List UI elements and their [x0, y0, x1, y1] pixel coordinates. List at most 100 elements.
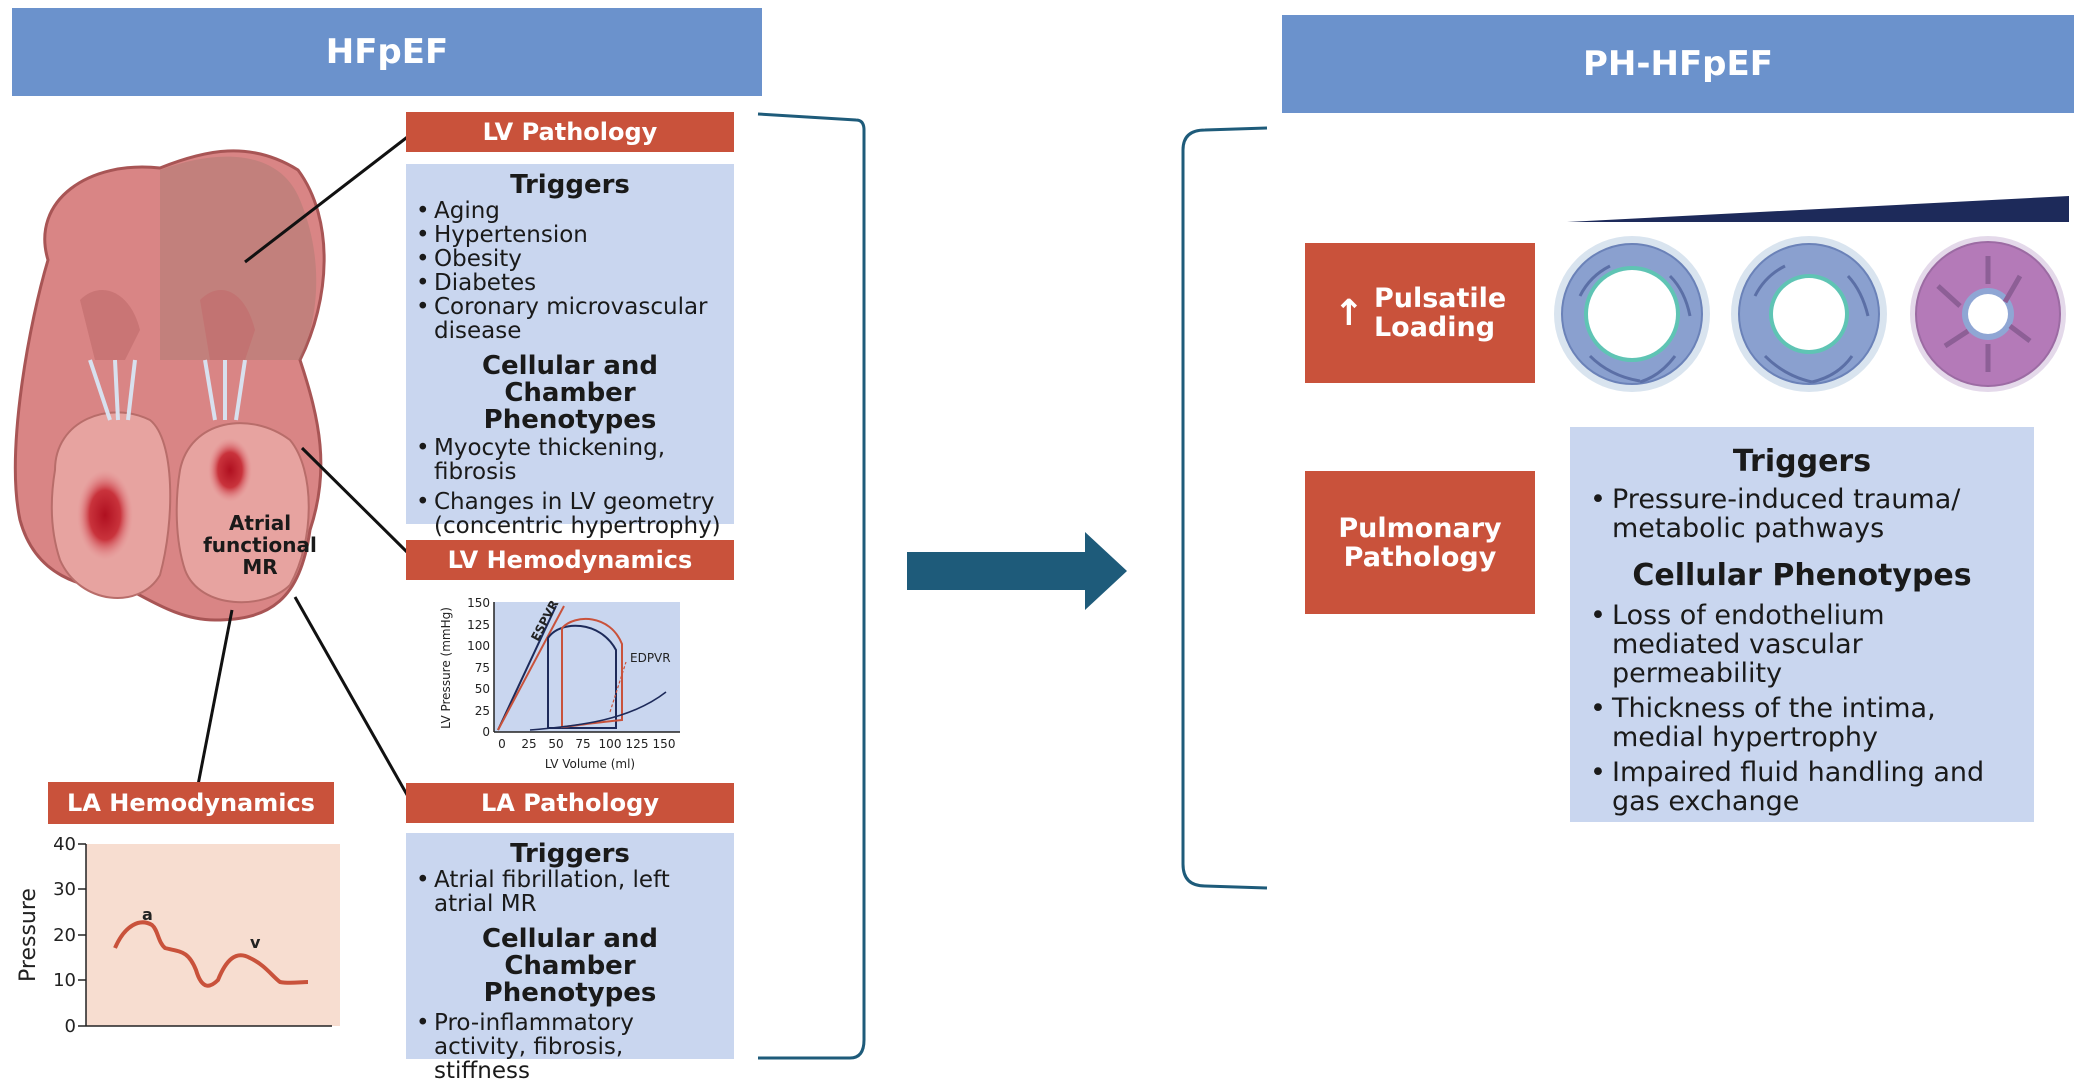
- pulmonary-pathology-box: Pulmonary Pathology: [1305, 471, 1535, 614]
- espvr-line-dark: [497, 605, 557, 731]
- lv-x-tick: 50: [548, 737, 563, 751]
- la-phenotypes-list: Pro-inflammatory activity, fibrosis, sti…: [416, 1011, 724, 1083]
- list-item: Atrial fibrillation, left atrial MR: [416, 868, 724, 916]
- lv-y-ticks: 0 25 50 75 100 125 150: [467, 596, 490, 739]
- pulmonary-panel: Triggers Pressure-induced trauma/ metabo…: [1570, 427, 2034, 822]
- pulsatile-loading-box: ↑ Pulsatile Loading: [1305, 243, 1535, 383]
- list-item: Impaired fluid handling and gas exchange: [1590, 758, 2014, 816]
- la-pressure-trace: [113, 920, 309, 988]
- lv-y-tick: 125: [467, 618, 490, 632]
- edpvr-curve: [529, 691, 667, 731]
- la-pathology-header-label: LA Pathology: [481, 789, 659, 817]
- la-pathology-header: LA Pathology: [406, 783, 734, 823]
- list-item: Obesity: [416, 247, 724, 271]
- pulmonary-line-1: Pulmonary: [1338, 512, 1502, 544]
- right-bracket: [1181, 126, 1268, 890]
- la-y-tick: 30: [53, 879, 76, 900]
- la-wave-a-label: a: [142, 905, 153, 924]
- pv-loop-dark: [547, 624, 617, 729]
- espvr-line-red: [497, 605, 565, 731]
- ph-hfpef-banner: PH-HFpEF: [1282, 15, 2074, 113]
- vessel-intermediate: [1731, 236, 1887, 392]
- vessel-remodeled: [1910, 236, 2066, 392]
- lv-y-tick: 0: [482, 725, 490, 739]
- list-item: Loss of endothelium mediated vascular pe…: [1590, 601, 2014, 688]
- list-item: Aging: [416, 199, 724, 223]
- lv-hemodynamics-header: LV Hemodynamics: [406, 540, 734, 580]
- right-triggers-list: Pressure-induced trauma/ metabolic pathw…: [1590, 485, 2014, 543]
- lv-phenotypes-title: Cellular and Chamber Phenotypes: [481, 351, 659, 435]
- hfpef-banner: HFpEF: [12, 8, 762, 96]
- transition-arrow-icon: [907, 532, 1127, 610]
- lv-y-axis-label: LV Pressure (mmHg): [439, 607, 453, 729]
- pericardium-shade: [160, 156, 317, 360]
- hfpef-title: HFpEF: [325, 32, 449, 72]
- lv-pathology-header: LV Pathology: [406, 112, 734, 152]
- connector-la-hemodynamics: [196, 609, 234, 786]
- la-y-tick: 20: [53, 925, 76, 946]
- right-phenotypes-list: Loss of endothelium mediated vascular pe…: [1590, 601, 2014, 816]
- progression-wedge: [1567, 196, 2069, 222]
- up-arrow-icon: ↑: [1333, 292, 1364, 334]
- list-item: Pro-inflammatory activity, fibrosis, sti…: [416, 1011, 724, 1083]
- la-triggers-title: Triggers: [510, 839, 630, 869]
- la-triggers-list: Atrial fibrillation, left atrial MR: [416, 868, 724, 916]
- la-phenotypes-title: Cellular and Chamber Phenotypes: [481, 924, 659, 1008]
- chordae-left: [88, 359, 137, 421]
- connector-la-pathology: [293, 596, 412, 800]
- la-pressure-chart: 0 10 20 30 40 Pressure a v: [16, 834, 340, 1037]
- lv-x-tick: 25: [521, 737, 536, 751]
- la-y-tick: 10: [53, 970, 76, 991]
- lv-y-tick: 150: [467, 596, 490, 610]
- pulsatile-line-1: Pulsatile: [1373, 283, 1507, 314]
- lv-x-tick: 100: [599, 737, 622, 751]
- list-item: Pressure-induced trauma/ metabolic pathw…: [1590, 485, 2014, 543]
- lv-pathology-header-label: LV Pathology: [482, 118, 658, 146]
- right-phenotypes-title: Cellular Phenotypes: [1632, 558, 1972, 593]
- left-bracket: [757, 112, 866, 1060]
- lv-y-tick: 50: [475, 682, 490, 696]
- vessel-normal: [1554, 236, 1710, 392]
- lv-y-tick: 100: [467, 639, 490, 653]
- lv-triggers-list: Aging Hypertension Obesity Diabetes Coro…: [416, 199, 724, 343]
- la-y-axis-label: Pressure: [16, 888, 41, 982]
- list-item: Changes in LV geometry (concentric hyper…: [416, 490, 724, 538]
- la-y-tick: 40: [53, 834, 76, 855]
- right-triggers-title: Triggers: [1732, 444, 1872, 479]
- lv-x-tick: 150: [653, 737, 676, 751]
- edpvr-label: EDPVR: [630, 651, 671, 665]
- list-item: Thickness of the intima, medial hypertro…: [1590, 694, 2014, 752]
- heart-label: Atrial functional MR: [200, 512, 320, 578]
- lv-x-ticks: 0 25 50 75 100 125 150: [498, 737, 675, 751]
- lv-hemodynamics-header-label: LV Hemodynamics: [447, 546, 693, 574]
- heart-illustration: [13, 133, 412, 800]
- lv-pv-loop-chart: 0 25 50 75 100 125 150 0 25 50 75 100 12…: [439, 596, 680, 771]
- chordae-right: [203, 359, 247, 421]
- ph-hfpef-title: PH-HFpEF: [1583, 44, 1773, 84]
- vessel-cross-sections: [1554, 236, 2066, 392]
- la-wave-v-label: v: [250, 933, 261, 952]
- heart-label-line-1: Atrial: [228, 511, 292, 535]
- pulmonary-line-2: Pathology: [1343, 541, 1497, 573]
- list-item: Diabetes: [416, 271, 724, 295]
- list-item: Hypertension: [416, 223, 724, 247]
- la-hemodynamics-header-label: LA Hemodynamics: [67, 789, 315, 817]
- lv-x-tick: 75: [575, 737, 590, 751]
- lv-x-tick: 125: [626, 737, 649, 751]
- lv-pathology-panel: Triggers Aging Hypertension Obesity Diab…: [406, 164, 734, 538]
- lv-y-tick: 75: [475, 661, 490, 675]
- connector-lv-pathology: [244, 133, 411, 264]
- lv-phenotypes-list: Myocyte thickening, fibrosis Changes in …: [416, 436, 724, 538]
- lv-y-tick: 25: [475, 704, 490, 718]
- connector-lv-hemodynamics: [300, 446, 412, 557]
- lv-x-axis-label: LV Volume (ml): [545, 757, 635, 771]
- la-hemodynamics-header: LA Hemodynamics: [48, 782, 334, 824]
- pulsatile-line-2: Loading: [1373, 312, 1496, 343]
- heart-label-line-2: functional: [203, 533, 317, 557]
- list-item: Coronary microvascular disease: [416, 295, 724, 343]
- lv-triggers-title: Triggers: [510, 170, 630, 200]
- la-y-tick: 0: [65, 1016, 76, 1037]
- lv-x-tick: 0: [498, 737, 506, 751]
- la-pathology-panel: Triggers Atrial fibrillation, left atria…: [406, 833, 734, 1083]
- heart-label-line-3: MR: [242, 555, 278, 579]
